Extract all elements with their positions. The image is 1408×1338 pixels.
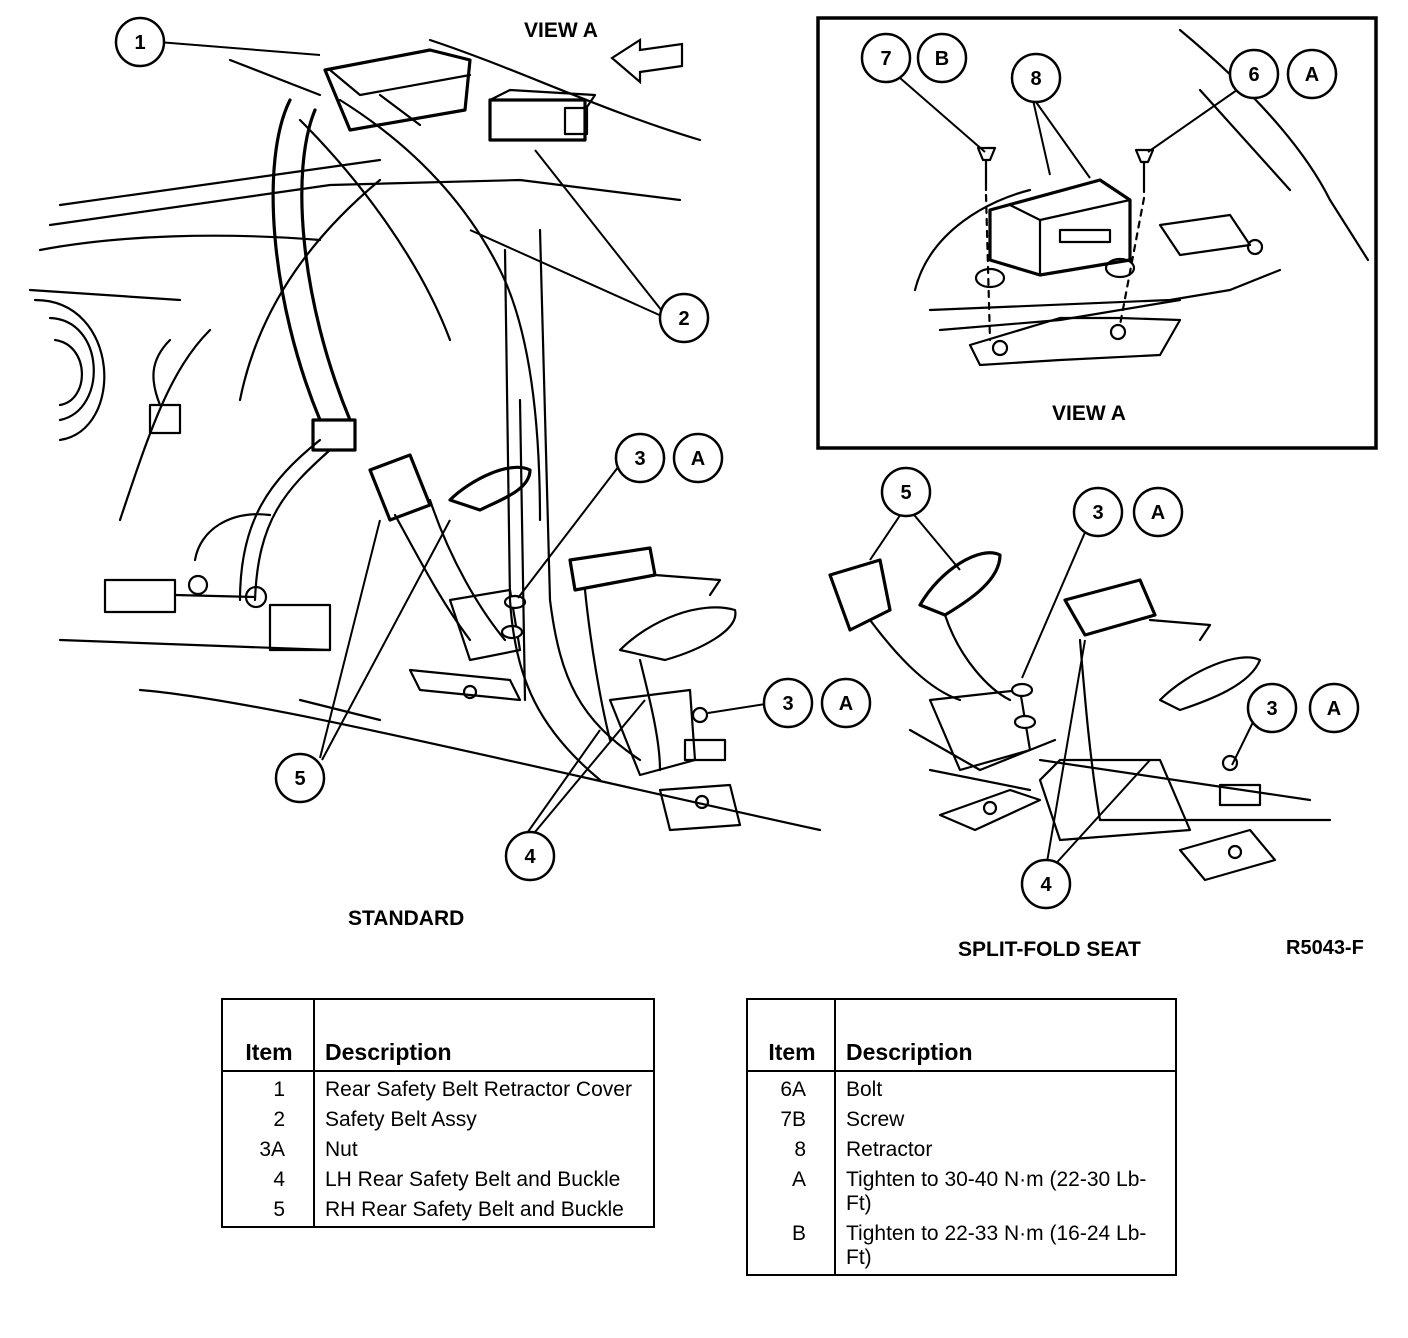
callout-2: 2 [658, 292, 710, 344]
table-row: 6A Bolt [747, 1071, 1176, 1106]
table-cell-description: Nut [325, 1138, 358, 1161]
standard-installation-drawing [28, 38, 822, 832]
table-cell-description: Safety Belt Assy [325, 1108, 477, 1131]
callout-3-split-lower: 3 [1246, 682, 1298, 734]
table-header-item: Item [747, 999, 836, 1072]
svg-text:3: 3 [1092, 502, 1103, 524]
table-cell-item: 1 [222, 1071, 315, 1106]
view-a-inset-drawing [913, 28, 1370, 367]
table-cell-item: 7B [747, 1106, 836, 1136]
table-row: 5 RH Rear Safety Belt and Buckle [222, 1196, 654, 1227]
table-cell-description: Retractor [846, 1138, 933, 1161]
callout-4-split: 4 [1020, 858, 1072, 910]
view-a-leaders [899, 77, 1238, 179]
view-a-arrow-label: VIEW A [524, 19, 598, 42]
standard-label: STANDARD [348, 907, 464, 930]
svg-text:B: B [935, 48, 949, 70]
table-header-description: Description [835, 999, 1176, 1072]
callout-a-split-upper: A [1132, 486, 1184, 538]
table-body: 1 Rear Safety Belt Retractor Cover 2 Safety… [222, 1071, 654, 1227]
svg-text:8: 8 [1030, 68, 1041, 90]
table-header-item: Item [222, 999, 315, 1072]
table-cell-description: Bolt [846, 1078, 883, 1101]
table-cell-description: Rear Safety Belt Retractor Cover [325, 1078, 632, 1101]
callout-a-standard-lower: A [820, 677, 872, 729]
split-fold-label: SPLIT-FOLD SEAT [958, 938, 1141, 961]
table-row: 4 LH Rear Safety Belt and Buckle [222, 1166, 654, 1196]
table-cell-description: Tighten to 22-33 N·m (16-24 Lb-Ft) [846, 1222, 1147, 1269]
legend-table-items-6-b: Item Description 6A Bolt 7B Screw 8 Retractor… [746, 998, 1177, 1276]
callout-8: 8 [1010, 52, 1062, 104]
table-cell-item: B [747, 1220, 836, 1275]
svg-text:A: A [839, 693, 853, 715]
svg-text:3: 3 [634, 448, 645, 470]
svg-text:A: A [1151, 502, 1165, 524]
table-cell-item: 2 [222, 1106, 315, 1136]
legend-table-items-1-5: Item Description 1 Rear Safety Belt Retra… [221, 998, 655, 1228]
svg-text:1: 1 [134, 32, 145, 54]
svg-text:A: A [691, 448, 705, 470]
callout-6: 6 [1228, 48, 1280, 100]
table-cell-item: A [747, 1166, 836, 1220]
table-row: 7B Screw [747, 1106, 1176, 1136]
callout-a-split-lower: A [1308, 682, 1360, 734]
svg-text:5: 5 [900, 482, 911, 504]
view-a-inset-label: VIEW A [1052, 402, 1126, 425]
table-cell-item: 6A [747, 1071, 836, 1106]
callout-3-split-upper: 3 [1072, 486, 1124, 538]
callout-3-standard-upper: 3 [614, 432, 666, 484]
callout-3-standard-lower: 3 [762, 677, 814, 729]
svg-text:2: 2 [678, 308, 689, 330]
svg-text:4: 4 [1040, 874, 1052, 896]
svg-text:6: 6 [1248, 64, 1259, 86]
svg-text:7: 7 [880, 48, 891, 70]
callout-5-split: 5 [880, 466, 932, 518]
callout-1: 1 [114, 16, 166, 68]
callout-5-standard: 5 [274, 752, 326, 804]
callout-4-standard: 4 [504, 830, 556, 882]
table-row: 3A Nut [222, 1136, 654, 1166]
table-cell-item: 4 [222, 1166, 315, 1196]
svg-text:4: 4 [524, 846, 536, 868]
table-cell-item: 8 [747, 1136, 836, 1166]
table-cell-item: 3A [222, 1136, 315, 1166]
callout-7: 7 [860, 32, 912, 84]
table-cell-description: Screw [846, 1108, 905, 1131]
callout-a-standard-upper: A [672, 432, 724, 484]
table-cell-description: LH Rear Safety Belt and Buckle [325, 1168, 621, 1191]
split-fold-leaders [869, 507, 1259, 871]
table-cell-description: RH Rear Safety Belt and Buckle [325, 1198, 624, 1221]
standard-leaders [157, 37, 773, 839]
svg-text:3: 3 [782, 693, 793, 715]
table-row: 1 Rear Safety Belt Retractor Cover [222, 1071, 654, 1106]
svg-text:3: 3 [1266, 698, 1277, 720]
table-row: 8 Retractor [747, 1136, 1176, 1166]
table-cell-item: 5 [222, 1196, 315, 1227]
view-a-inset-frame [816, 16, 1378, 450]
split-fold-drawing [828, 551, 1332, 882]
figure-id-label: R5043-F [1286, 937, 1364, 959]
callout-a-inset: A [1286, 48, 1338, 100]
table-row: 2 Safety Belt Assy [222, 1106, 654, 1136]
table-cell-description: Tighten to 30-40 N·m (22-30 Lb-Ft) [846, 1168, 1147, 1215]
svg-text:5: 5 [294, 768, 305, 790]
callout-b-inset: B [916, 32, 968, 84]
svg-text:A: A [1327, 698, 1341, 720]
svg-text:A: A [1305, 64, 1319, 86]
table-header-description: Description [314, 999, 654, 1072]
